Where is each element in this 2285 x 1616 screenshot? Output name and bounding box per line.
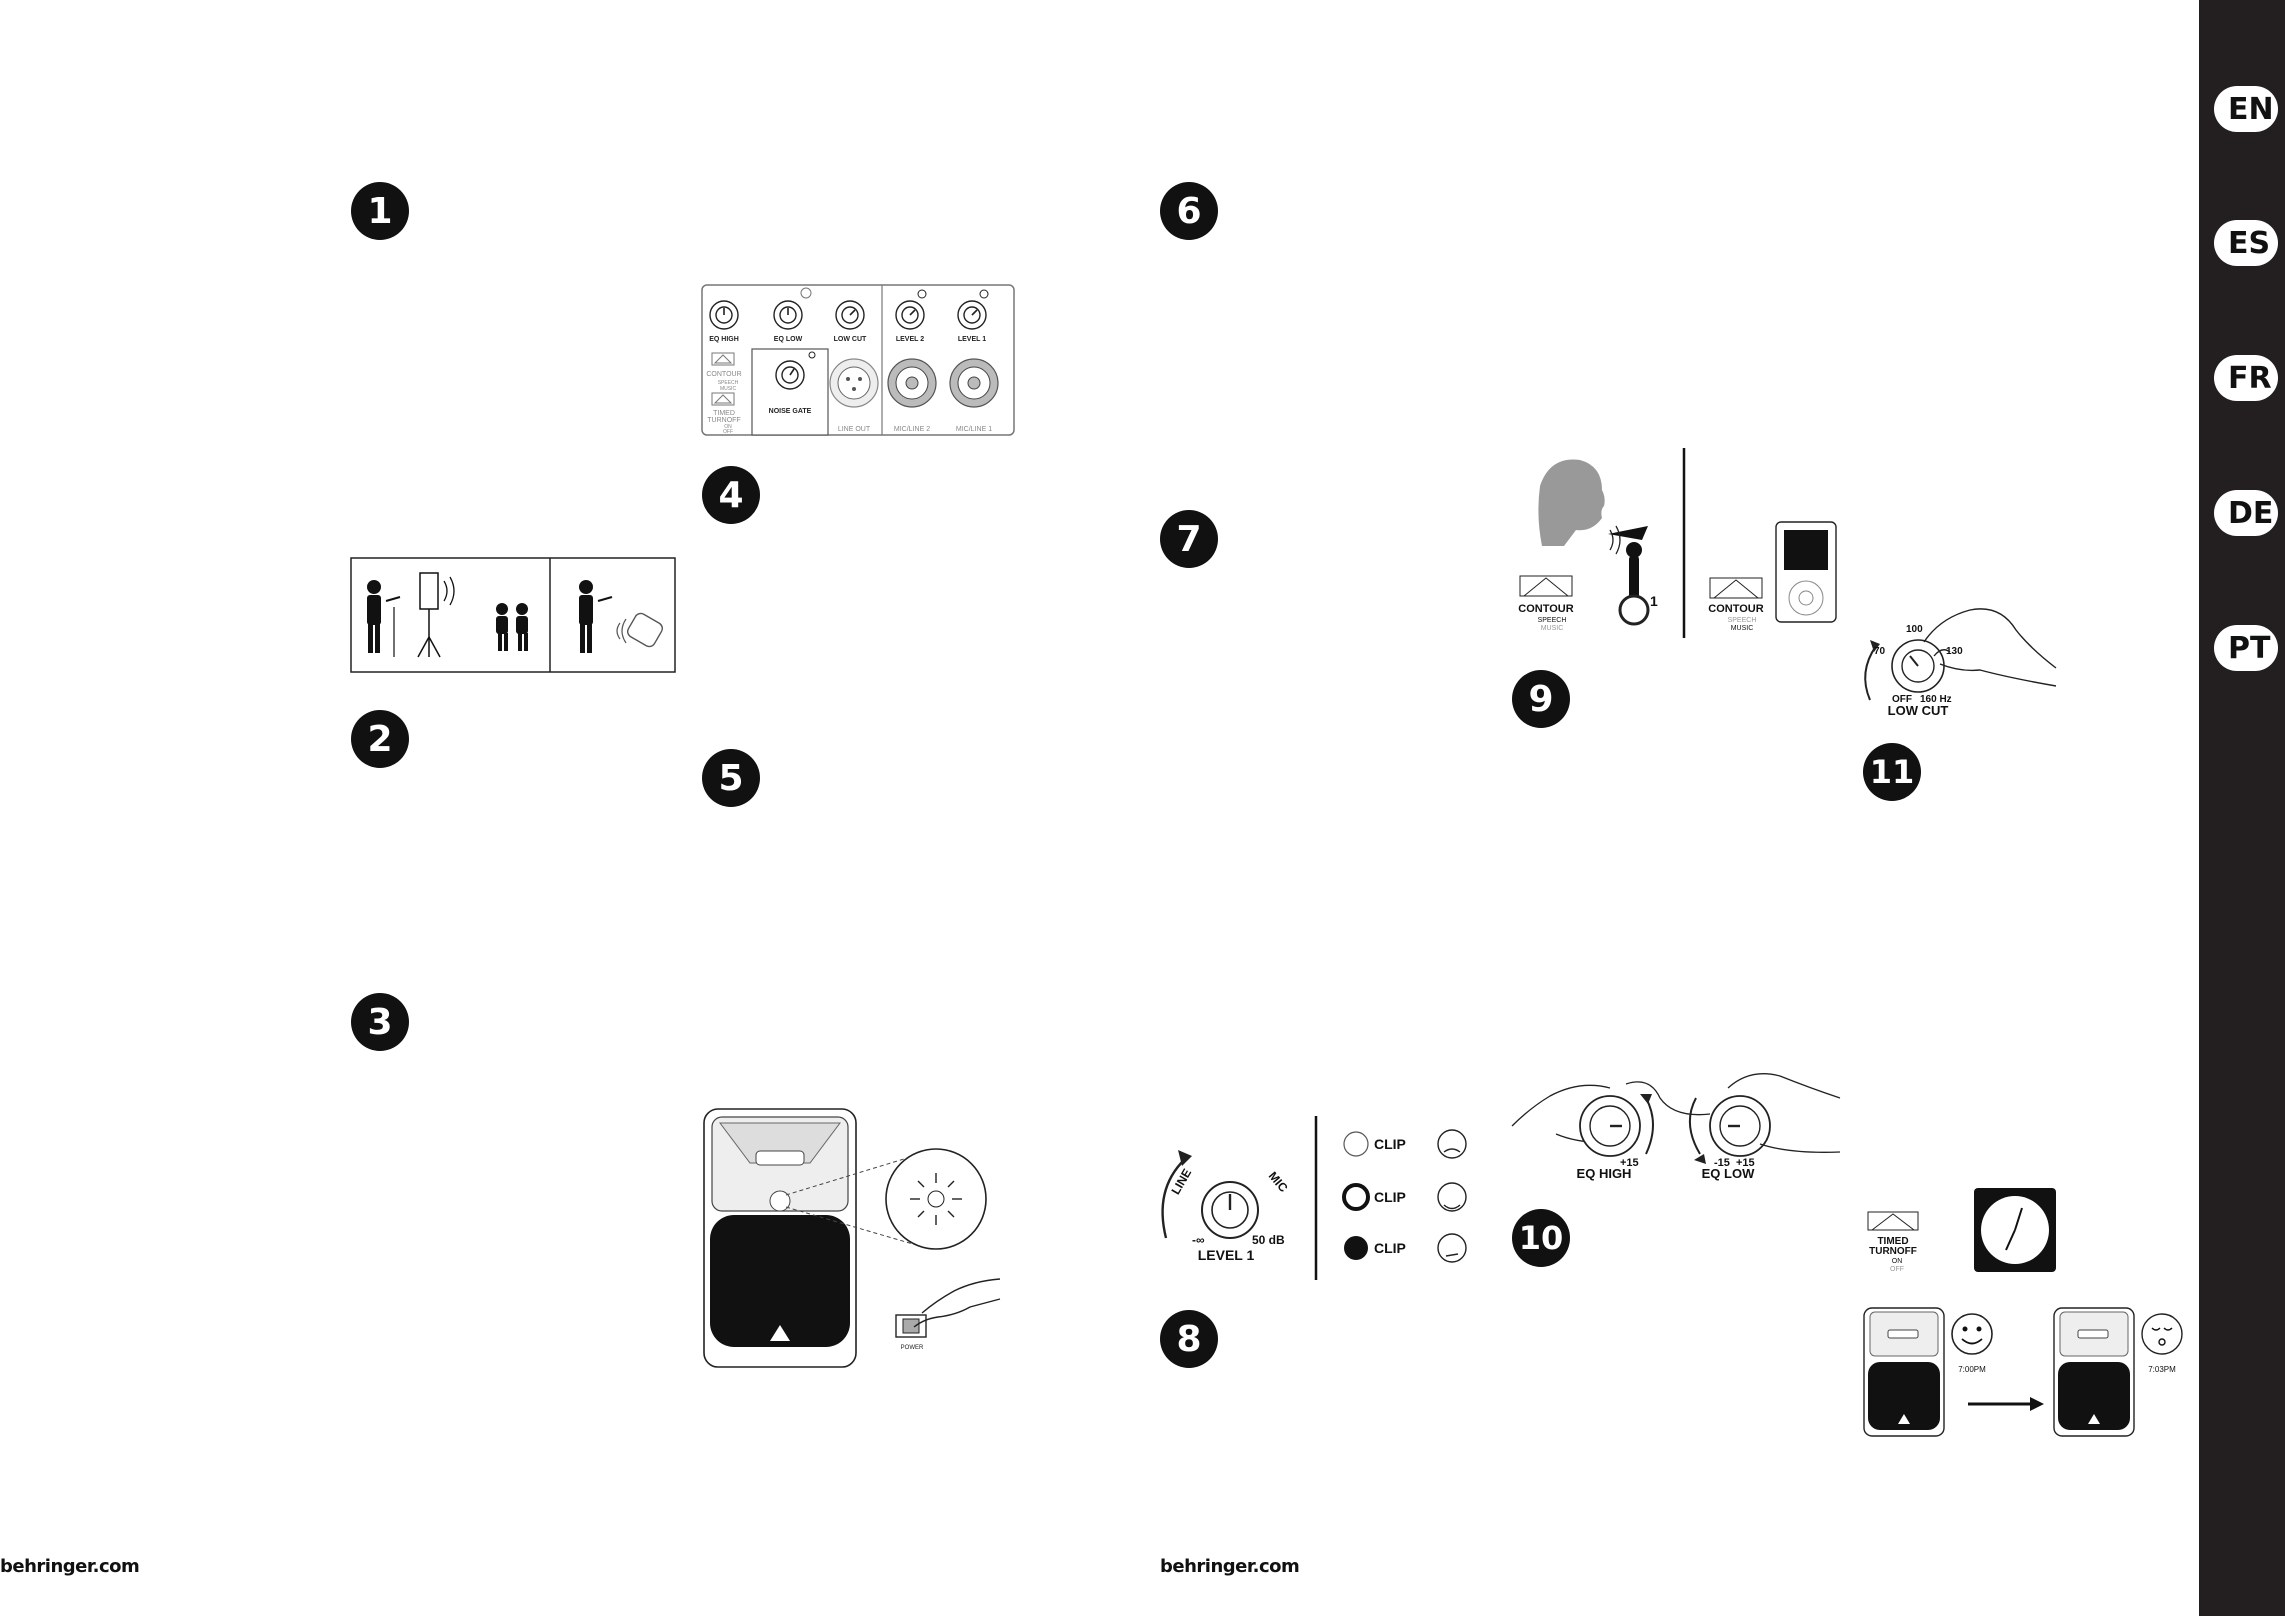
clip-label-low: CLIP bbox=[1374, 1189, 1406, 1205]
music-label-inactive: MUSIC bbox=[1541, 625, 1564, 632]
contour-label-speech: CONTOUR bbox=[1518, 603, 1573, 615]
low-cut-70-label: 70 bbox=[1874, 646, 1886, 657]
level2-label: LEVEL 2 bbox=[896, 336, 924, 343]
step-number-8: 8 bbox=[1160, 1310, 1218, 1368]
clip-label-off: CLIP bbox=[1374, 1136, 1406, 1152]
language-sidebar bbox=[2199, 0, 2285, 1616]
eq-low-label: EQ LOW bbox=[774, 336, 803, 343]
eq-low-plus15-label: +15 bbox=[1736, 1157, 1755, 1169]
step-number-10: 10 bbox=[1512, 1209, 1570, 1267]
speech-label-inactive: SPEECH bbox=[1728, 617, 1757, 624]
timed-title: TIMED bbox=[1877, 1236, 1908, 1247]
mic-line2-label: MIC/LINE 2 bbox=[894, 426, 930, 433]
eq-low-title: EQ LOW bbox=[1702, 1166, 1755, 1181]
eq-high-label: EQ HIGH bbox=[709, 336, 739, 343]
minus-infinity-label: -∞ bbox=[1192, 1233, 1205, 1247]
eq-knobs-figure: +15 EQ HIGH -15 +15 EQ LOW bbox=[1511, 1073, 1841, 1181]
off-label: OFF bbox=[723, 429, 733, 435]
level1-label: LEVEL 1 bbox=[958, 336, 986, 343]
eq-high-title: EQ HIGH bbox=[1577, 1166, 1632, 1181]
timed-turnoff-figure: TIMED TURNOFF ON OFF 7:00PM 7:03PM bbox=[1863, 1188, 2183, 1437]
mic-label: MIC bbox=[1266, 1169, 1291, 1195]
time-after-label: 7:03PM bbox=[2148, 1365, 2176, 1374]
language-tab-fr[interactable]: FR bbox=[2214, 355, 2278, 401]
mic-line1-label: MIC/LINE 1 bbox=[956, 426, 992, 433]
contour-speech-music-figure: 1 CONTOUR SPEECH MUSIC CONTOUR SPEECH MU… bbox=[1518, 448, 1837, 638]
step-number-11: 11 bbox=[1863, 743, 1921, 801]
power-switch-label: POWER bbox=[901, 1345, 924, 1351]
step-number-4: 4 bbox=[702, 466, 760, 524]
speaker-power-on-figure: POWER bbox=[703, 1108, 1001, 1368]
low-cut-100-label: 100 bbox=[1906, 624, 1923, 635]
low-cut-130-label: 130 bbox=[1946, 646, 1963, 657]
speaker-placement-figure bbox=[350, 557, 676, 673]
step-number-7: 7 bbox=[1160, 510, 1218, 568]
language-tab-es[interactable]: ES bbox=[2214, 220, 2278, 266]
rear-control-panel-figure: EQ HIGH EQ LOW LOW CUT LEVEL 2 LEVEL 1 N… bbox=[701, 284, 1015, 436]
language-tab-pt[interactable]: PT bbox=[2214, 625, 2278, 671]
eq-low-minus15-label: -15 bbox=[1714, 1157, 1730, 1169]
language-tab-en[interactable]: EN bbox=[2214, 86, 2278, 132]
low-cut-label: LOW CUT bbox=[834, 336, 867, 343]
speech-label: SPEECH bbox=[718, 380, 739, 386]
speech-label-active: SPEECH bbox=[1538, 617, 1567, 624]
turnoff-on-label: ON bbox=[1892, 1258, 1903, 1265]
step-number-2: 2 bbox=[351, 710, 409, 768]
low-cut-160-label: 160 Hz bbox=[1920, 694, 1952, 705]
music-label-active: MUSIC bbox=[1731, 625, 1754, 632]
footer-website-left[interactable]: behringer.com bbox=[0, 1556, 140, 1577]
low-cut-off-label: OFF bbox=[1892, 694, 1912, 705]
turnoff-off-label: OFF bbox=[1890, 1266, 1904, 1273]
step-number-5: 5 bbox=[702, 749, 760, 807]
timed-label: TIMED bbox=[713, 410, 735, 417]
input-number-label: 1 bbox=[1650, 593, 1658, 609]
noise-gate-label: NOISE GATE bbox=[769, 408, 812, 415]
step-number-1: 1 bbox=[351, 182, 409, 240]
step-number-3: 3 bbox=[351, 993, 409, 1051]
music-label: MUSIC bbox=[720, 386, 737, 392]
eq-high-plus15-label: +15 bbox=[1620, 1157, 1639, 1169]
step-number-6: 6 bbox=[1160, 182, 1218, 240]
low-cut-knob-figure: 70 100 130 OFF 160 Hz LOW CUT bbox=[1864, 608, 2057, 718]
language-tab-de[interactable]: DE bbox=[2214, 490, 2278, 536]
clip-label-on: CLIP bbox=[1374, 1240, 1406, 1256]
db50-label: 50 dB bbox=[1252, 1233, 1285, 1247]
line-label: LINE bbox=[1168, 1166, 1194, 1197]
turnoff-title: TURNOFF bbox=[1869, 1246, 1917, 1257]
level-clip-figure: LINE MIC -∞ 50 dB LEVEL 1 CLIP CLIP CLIP bbox=[1161, 1116, 1467, 1280]
line-out-label: LINE OUT bbox=[838, 426, 871, 433]
level1-title: LEVEL 1 bbox=[1198, 1247, 1255, 1263]
on-label: ON bbox=[724, 424, 732, 430]
turnoff-label: TURNOFF bbox=[707, 417, 740, 424]
contour-label: CONTOUR bbox=[706, 371, 741, 378]
step-number-9: 9 bbox=[1512, 670, 1570, 728]
time-before-label: 7:00PM bbox=[1958, 1365, 1986, 1374]
low-cut-title: LOW CUT bbox=[1888, 703, 1949, 718]
footer-website-right[interactable]: behringer.com bbox=[1160, 1556, 1300, 1577]
contour-label-music: CONTOUR bbox=[1708, 603, 1763, 615]
